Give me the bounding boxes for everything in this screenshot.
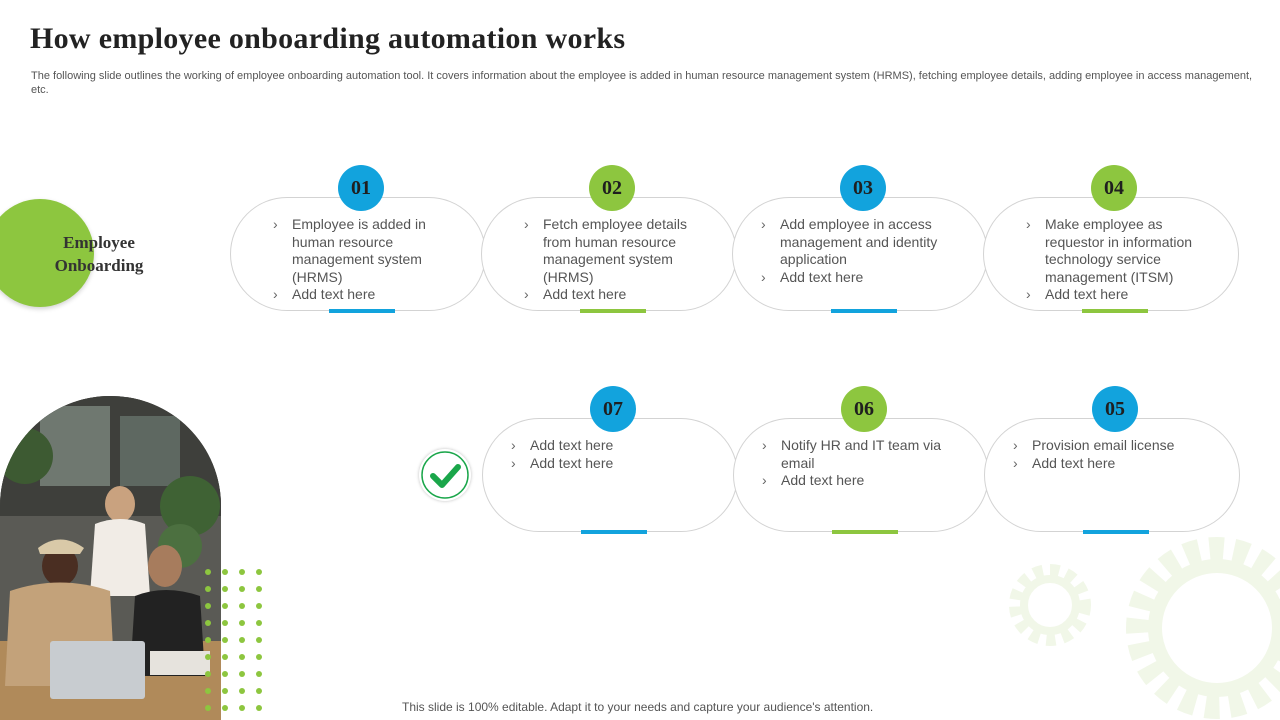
step-01-badge: 01 <box>338 165 384 211</box>
dot-pattern <box>205 569 262 711</box>
step-01-item: Employee is added in human resource mana… <box>273 216 445 286</box>
step-07-badge: 07 <box>590 386 636 432</box>
step-02-accent-bar <box>580 309 646 313</box>
employee-onboarding-circle <box>0 199 94 307</box>
step-04-item: Make employee as requestor in informatio… <box>1026 216 1198 286</box>
step-02-badge: 02 <box>589 165 635 211</box>
check-icon <box>419 449 471 501</box>
step-04-item: Add text here <box>1026 286 1198 304</box>
employee-onboarding-label: Employee Onboarding <box>54 233 144 275</box>
step-04-badge: 04 <box>1091 165 1137 211</box>
step-06-list: Notify HR and IT team via email Add text… <box>762 437 942 490</box>
gear-icon <box>1009 537 1280 719</box>
step-07-item: Add text here <box>511 437 701 455</box>
page-title: How employee onboarding automation works <box>30 22 626 55</box>
step-03-badge: 03 <box>840 165 886 211</box>
step-03-item: Add employee in access management and id… <box>761 216 951 269</box>
step-03-list: Add employee in access management and id… <box>761 216 951 286</box>
step-card-07: Add text here Add text here <box>482 418 738 534</box>
step-card-02: Fetch employee details from human resour… <box>481 197 737 313</box>
step-02-item: Add text here <box>524 286 696 304</box>
step-05-item: Provision email license <box>1013 437 1213 455</box>
step-05-accent-bar <box>1083 530 1149 534</box>
step-04-list: Make employee as requestor in informatio… <box>1026 216 1198 304</box>
step-card-05: Provision email license Add text here <box>984 418 1240 534</box>
step-07-accent-bar <box>581 530 647 534</box>
step-05-badge: 05 <box>1092 386 1138 432</box>
step-01-item: Add text here <box>273 286 445 304</box>
step-card-03: Add employee in access management and id… <box>732 197 988 313</box>
step-07-list: Add text here Add text here <box>511 437 701 472</box>
step-05-item: Add text here <box>1013 455 1213 473</box>
team-photo-illustration <box>0 396 221 720</box>
step-02-list: Fetch employee details from human resour… <box>524 216 696 304</box>
step-06-badge: 06 <box>841 386 887 432</box>
page-subtitle: The following slide outlines the working… <box>31 70 1253 96</box>
team-photo <box>0 396 221 720</box>
step-01-list: Employee is added in human resource mana… <box>273 216 445 304</box>
step-01-accent-bar <box>329 309 395 313</box>
step-card-01: Employee is added in human resource mana… <box>230 197 486 313</box>
step-card-06: Notify HR and IT team via email Add text… <box>733 418 989 534</box>
step-03-accent-bar <box>831 309 897 313</box>
step-06-accent-bar <box>832 530 898 534</box>
step-06-item: Add text here <box>762 472 942 490</box>
check-icon-graphic <box>421 451 469 499</box>
step-05-list: Provision email license Add text here <box>1013 437 1213 472</box>
step-03-item: Add text here <box>761 269 951 287</box>
step-04-accent-bar <box>1082 309 1148 313</box>
footer-note: This slide is 100% editable. Adapt it to… <box>402 700 874 714</box>
step-02-item: Fetch employee details from human resour… <box>524 216 696 286</box>
step-06-item: Notify HR and IT team via email <box>762 437 942 472</box>
step-07-item: Add text here <box>511 455 701 473</box>
step-card-04: Make employee as requestor in informatio… <box>983 197 1239 313</box>
